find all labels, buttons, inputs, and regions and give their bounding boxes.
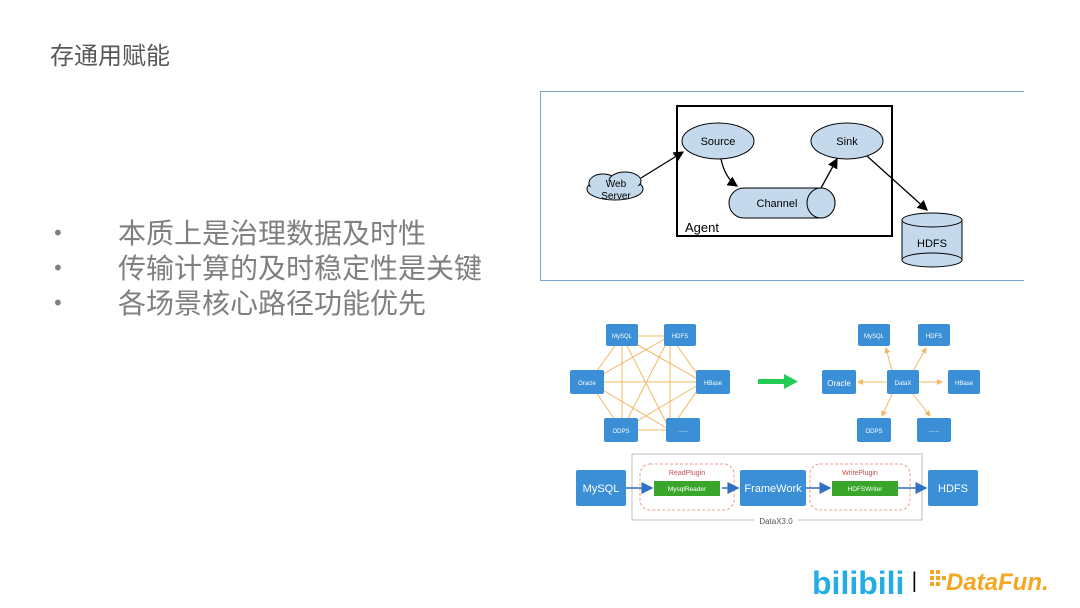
- mesh-lines: [588, 335, 704, 431]
- svg-text:HDFS: HDFS: [926, 334, 942, 340]
- datax-diagram: MySQL HDFS Oracle HBase ODPS ...... Data…: [560, 318, 990, 530]
- star-node-more: ......: [917, 418, 951, 442]
- svg-text:MySQL: MySQL: [583, 483, 620, 495]
- write-plugin-label: WritePlugin: [842, 470, 878, 477]
- pipeline-reader: MysqlReader: [654, 481, 720, 496]
- bullet-item: • 本质上是治理数据及时性: [52, 216, 482, 251]
- bullet-item: • 各场景核心路径功能优先: [52, 286, 482, 321]
- svg-text:ODPS: ODPS: [865, 429, 882, 435]
- arrow-source-channel: [720, 158, 739, 187]
- web-server-label: Server: [601, 191, 631, 202]
- arrow-channel-sink: [820, 157, 838, 189]
- source-node: [681, 122, 755, 160]
- svg-text:HDFS: HDFS: [938, 483, 968, 495]
- bullet-dot-icon: •: [52, 221, 64, 245]
- bullet-text: 各场景核心路径功能优先: [118, 287, 427, 320]
- bullet-item: • 传输计算的及时稳定性是关键: [52, 251, 482, 286]
- bullet-dot-icon: •: [52, 291, 64, 315]
- star-node-mysql: MySQL: [858, 324, 890, 346]
- svg-text:HBase: HBase: [704, 381, 723, 387]
- slide-title: 存通用赋能: [50, 42, 170, 70]
- mesh-node-mysql: MySQL: [606, 324, 638, 346]
- svg-text:MySQL: MySQL: [612, 334, 633, 340]
- svg-text:Oracle: Oracle: [827, 379, 851, 388]
- pipeline-writer: HDFSWriter: [832, 481, 898, 496]
- svg-text:ODPS: ODPS: [612, 429, 629, 435]
- svg-text:HDFS: HDFS: [672, 334, 688, 340]
- svg-text:......: ......: [929, 428, 939, 434]
- agent-box: [676, 105, 893, 237]
- svg-text:HBase: HBase: [955, 381, 974, 387]
- svg-text:HDFSWriter: HDFSWriter: [848, 486, 884, 493]
- mesh-node-odps: ODPS: [604, 418, 638, 442]
- hdfs-cylinder: [901, 212, 963, 268]
- bullet-list: • 本质上是治理数据及时性 • 传输计算的及时稳定性是关键 • 各场景核心路径功能优先: [52, 216, 482, 321]
- channel-node: [728, 187, 836, 219]
- arrow-web-source: [640, 151, 685, 179]
- write-plugin-frame: [809, 463, 911, 511]
- web-server-cloud: [586, 171, 644, 201]
- read-plugin-label: ReadPlugin: [669, 470, 705, 477]
- svg-text:FrameWork: FrameWork: [744, 483, 802, 495]
- star-node-odps: ODPS: [857, 418, 891, 442]
- svg-text:......: ......: [678, 428, 688, 434]
- pipeline-target-hdfs: HDFS: [928, 470, 978, 506]
- svg-text:MysqlReader: MysqlReader: [668, 486, 707, 493]
- arrow-sink-hdfs: [866, 155, 928, 211]
- pipeline-source-mysql: MySQL: [576, 470, 626, 506]
- logo-separator: |: [911, 568, 918, 592]
- sink-label: Sink: [836, 136, 858, 148]
- star-node-hbase: HBase: [948, 370, 980, 394]
- flume-diagram: Agent Web Server Source Sink Channel: [540, 91, 1024, 281]
- web-server-label: Web: [606, 179, 627, 190]
- star-node-hdfs: HDFS: [918, 324, 950, 346]
- bullet-text: 传输计算的及时稳定性是关键: [118, 252, 483, 285]
- star-center-datax: DataX: [887, 370, 919, 394]
- datafun-logo: DataFun.: [946, 569, 1049, 596]
- agent-label: Agent: [685, 220, 719, 235]
- sink-node: [810, 122, 884, 160]
- pipeline-framework: FrameWork: [740, 470, 806, 506]
- star-node-oracle: Oracle: [822, 370, 856, 394]
- bilibili-logo: bilibili: [812, 565, 904, 600]
- bullet-dot-icon: •: [52, 256, 64, 280]
- svg-text:MySQL: MySQL: [864, 334, 885, 340]
- mesh-node-hdfs: HDFS: [664, 324, 696, 346]
- mesh-node-hbase: HBase: [696, 370, 730, 394]
- source-label: Source: [701, 136, 736, 148]
- mesh-node-oracle: Oracle: [570, 370, 604, 394]
- datafun-dots-icon: [930, 570, 946, 586]
- mesh-node-more: ......: [666, 418, 700, 442]
- footer-logos: bilibili | DataFun.: [812, 556, 1062, 601]
- datax-caption: DataX3.0: [759, 517, 793, 526]
- channel-label: Channel: [757, 198, 798, 210]
- svg-text:DataX: DataX: [895, 381, 912, 387]
- svg-text:Oracle: Oracle: [578, 381, 596, 387]
- transition-arrow-icon: [758, 374, 798, 389]
- bullet-text: 本质上是治理数据及时性: [118, 217, 427, 250]
- hdfs-label: HDFS: [917, 238, 947, 250]
